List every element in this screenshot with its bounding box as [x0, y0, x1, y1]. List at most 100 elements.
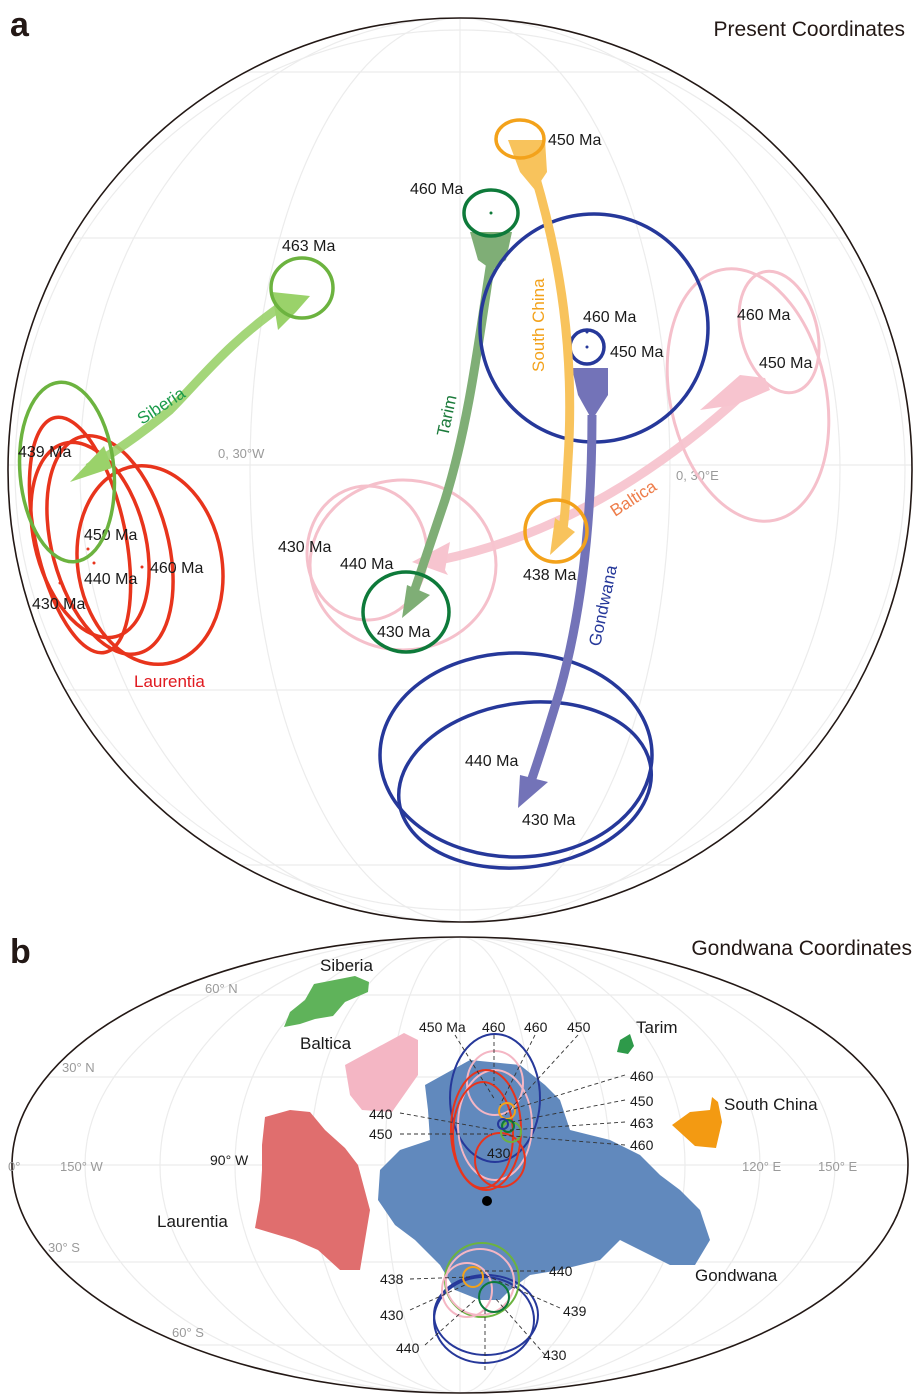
gondwana-name-label: Gondwana	[585, 563, 621, 648]
panel-b-title: Gondwana Coordinates	[691, 937, 912, 960]
tarim-ellipse-430	[361, 570, 451, 654]
tarim-pole-430-label: 430 Ma	[377, 624, 430, 641]
baltica-circle	[445, 1248, 515, 1316]
laurentia-pole-450-label: 450 Ma	[84, 527, 137, 544]
south-china-ellipse-438	[523, 498, 589, 564]
gondwana-path	[378, 212, 710, 870]
panel-b-letter: b	[10, 933, 31, 971]
siberia-path	[17, 256, 335, 564]
baltica-path	[305, 267, 831, 652]
gondwana-pole-430-label: 430 Ma	[522, 812, 575, 829]
baltica-pole-430-label: 430 Ma	[278, 539, 331, 556]
baltica-continent-label: Baltica	[300, 1034, 352, 1053]
panel-a-title: Present Coordinates	[714, 18, 905, 41]
tarim-circle	[501, 1119, 515, 1133]
laurentia-ellipse-440	[29, 440, 151, 640]
south-china-pole-450-label: 450 Ma	[548, 132, 601, 149]
grid-label-0: 0°	[8, 1159, 20, 1174]
north-label-440: 440	[369, 1106, 393, 1122]
south-china-name-label: South China	[529, 278, 548, 372]
gondwana-ellipse-440	[378, 651, 654, 859]
south-label-440a: 440	[396, 1340, 420, 1356]
south-label-440b: 440	[549, 1263, 573, 1279]
south-china-path	[494, 118, 589, 564]
north-label-450c: 450	[369, 1126, 393, 1142]
panel-a-letter: a	[10, 6, 30, 44]
north-label-450: 450	[567, 1019, 591, 1035]
panel-a-boundary	[7, 17, 913, 923]
siberia-ellipse-463	[269, 256, 335, 320]
grid-line	[159, 937, 761, 1393]
grid-line	[84, 937, 836, 1393]
siberia-pole-463-label: 463 Ma	[282, 238, 335, 255]
grid-label-30n: 30° N	[62, 1060, 95, 1075]
north-label-460a: 460	[482, 1019, 506, 1035]
north-label-450b: 450	[630, 1093, 654, 1109]
north-label-463: 463	[630, 1115, 654, 1131]
tarim-name-label: Tarim	[433, 393, 460, 438]
north-leaders	[399, 1034, 626, 1146]
grid-line	[249, 18, 671, 922]
tarim-circle	[478, 1281, 510, 1313]
laurentia-pole-430-label: 430 Ma	[32, 596, 85, 613]
gondwana-ellipse-430	[396, 700, 654, 870]
grid-label-150w: 150° W	[60, 1159, 104, 1174]
baltica-pole-450-label: 450 Ma	[759, 355, 812, 372]
gondwana-pole-450-label: 450 Ma	[610, 344, 663, 361]
baltica-circle	[457, 1069, 533, 1181]
baltica-ellipse-440	[308, 478, 498, 652]
laurentia-name-label: Laurentia	[134, 672, 205, 691]
siberia-pole-439-label: 439 Ma	[18, 444, 71, 461]
panel-b: b Gondwana Coordinates 60° N 30° N 0° 30…	[8, 933, 912, 1394]
gondwana-pole-440-label: 440 Ma	[465, 753, 518, 770]
tarim-continent-label: Tarim	[636, 1018, 678, 1037]
panel-a: a Present Coordinates 0, 30°W 0, 30°E	[7, 6, 913, 923]
south-pole-cluster	[433, 1242, 539, 1364]
tarim-path	[361, 188, 520, 654]
laurentia-pole-460-label: 460 Ma	[150, 560, 203, 577]
baltica-circle	[441, 1262, 493, 1318]
south-china-circle	[498, 1102, 516, 1120]
baltica-pole-440-label: 440 Ma	[340, 556, 393, 573]
laurentia-circle	[474, 1132, 526, 1188]
laurentia-path	[27, 415, 225, 667]
grid-label-150e: 150° E	[818, 1159, 858, 1174]
laurentia-continent-label: Laurentia	[157, 1212, 228, 1231]
laurentia-circle	[452, 1081, 514, 1189]
gondwana-circle	[433, 1274, 539, 1356]
gondwana-pole-460-label: 460 Ma	[583, 309, 636, 326]
south-china-ellipse-450	[494, 118, 546, 160]
tarim-continent	[617, 1034, 634, 1054]
grid-label-60n: 60° N	[205, 981, 238, 996]
south-label-438: 438	[380, 1271, 404, 1287]
north-pole-cluster	[449, 1033, 541, 1191]
siberia-circle	[500, 1121, 522, 1143]
grid-line	[234, 937, 686, 1393]
grid-label-60s: 60° S	[172, 1325, 204, 1340]
panel-b-boundary	[11, 936, 909, 1394]
gondwana-small-circle	[497, 1118, 509, 1130]
baltica-continent	[345, 1033, 418, 1112]
siberia-circle	[444, 1242, 520, 1318]
gondwana-circle	[449, 1033, 541, 1163]
baltica-circle	[466, 1050, 524, 1116]
south-label-439: 439	[563, 1303, 587, 1319]
south-china-circle	[462, 1266, 484, 1288]
siberia-continent	[284, 976, 369, 1027]
tarim-pole-460-label: 460 Ma	[410, 181, 463, 198]
siberia-continent-label: Siberia	[320, 956, 373, 975]
grid-label-30s: 30° S	[48, 1240, 80, 1255]
grid-label-90w: 90° W	[210, 1152, 249, 1168]
reference-pole-dot	[482, 1196, 492, 1206]
baltica-ellipse-450	[737, 269, 821, 395]
gondwana-continent	[378, 1060, 710, 1300]
south-label-430b: 430	[543, 1347, 567, 1363]
grid-line	[14, 29, 906, 911]
north-label-460d: 460	[630, 1137, 654, 1153]
south-china-pole-438-label: 438 Ma	[523, 567, 576, 584]
grid-line	[79, 18, 841, 922]
north-label-430: 430	[487, 1145, 511, 1161]
south-leaders	[409, 1270, 561, 1372]
south-china-continent	[672, 1097, 722, 1148]
